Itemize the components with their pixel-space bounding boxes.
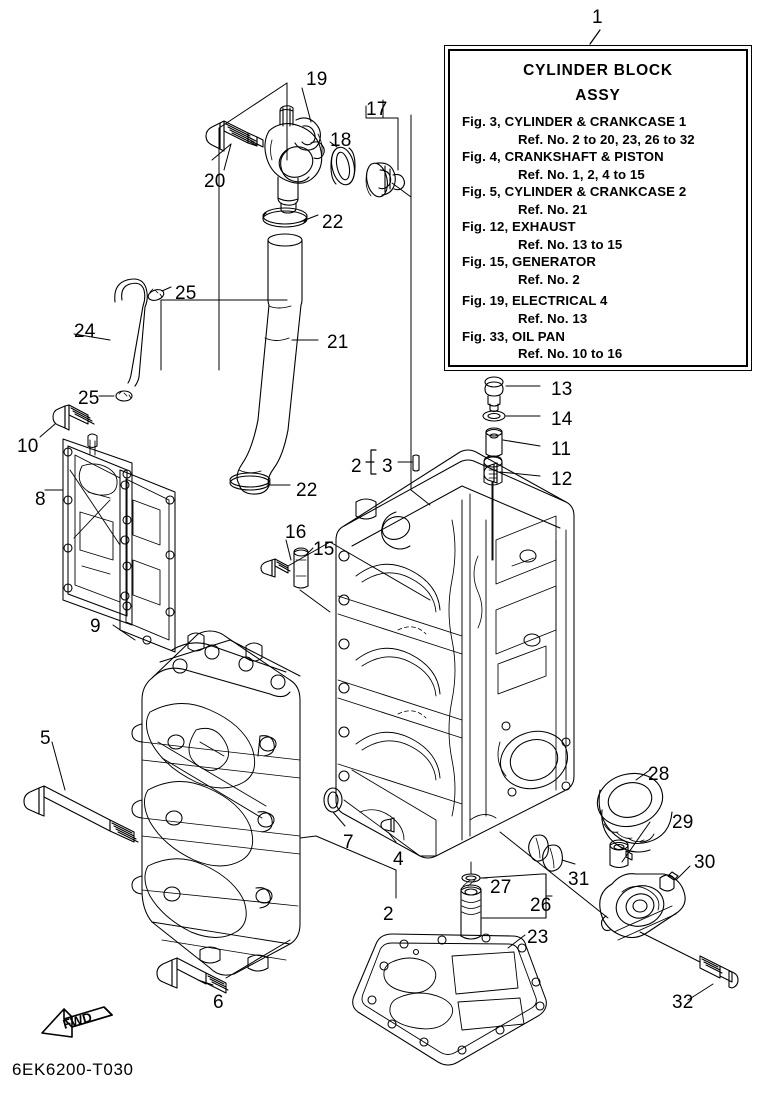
callout-hose-clamp-lower: 25 [78, 388, 100, 409]
callout-exhaust-cover-gasket: 9 [90, 616, 101, 637]
legend-fig-4: Fig. 12, EXHAUST [462, 219, 576, 235]
legend-subtitle: ASSY [575, 87, 621, 104]
callout-relief-plunger: 11 [551, 439, 572, 460]
callout-cylinder-block-assy: 1 [592, 7, 603, 28]
callout-o-ring-block: 7 [343, 832, 354, 853]
callout-o-ring-relief-valve: 27 [490, 877, 512, 898]
legend-fig-6: Fig. 19, ELECTRICAL 4 [462, 293, 608, 309]
legend-ref-3: Ref. No. 21 [518, 201, 588, 217]
callout-anode: 15 [313, 539, 335, 560]
legend-ref-7: Ref. No. 10 to 16 [518, 346, 623, 362]
callout-housing-bolt: 20 [204, 171, 226, 192]
callout-breather-hose: 24 [74, 321, 96, 342]
callout-dowel-pin: 3 [382, 456, 393, 477]
callout-stud-bolt: 12 [551, 469, 573, 490]
callout-oil-filter-bracket: 30 [694, 852, 716, 873]
callout-oil-filter-element: 29 [672, 812, 694, 833]
svg-text:FWD: FWD [61, 1009, 94, 1032]
legend-ref-2: Ref. No. 1, 2, 4 to 15 [518, 166, 645, 182]
callout-exhaust-cover: 8 [35, 489, 46, 510]
callout-bracket-bolt: 32 [672, 992, 694, 1013]
callout-anode-bolt: 16 [285, 522, 307, 543]
callout-drain-bolt: 10 [17, 436, 39, 457]
callout-oil-pan-gasket: 23 [527, 927, 549, 948]
callout-cylinder-block: 2 [383, 904, 394, 925]
legend-ref-4: Ref. No. 13 to 15 [518, 236, 623, 252]
callout-crankcase-bolt-short: 6 [213, 992, 224, 1013]
callout-thermostat-housing: 19 [306, 69, 328, 90]
legend-fig-7: Fig. 33, OIL PAN [462, 328, 565, 344]
callout-thermostat: 17 [366, 99, 388, 120]
callout-dowel-pins: 31 [568, 869, 590, 890]
callout-oil-pressure-switch-bolt: 13 [551, 379, 573, 400]
fwd-direction-marker: FWD [41, 1006, 113, 1038]
drawing-number: 6EK6200-T030 [12, 1060, 134, 1079]
legend-box: CYLINDER BLOCK ASSY Fig. 3, CYLINDER & C… [444, 45, 752, 371]
legend-box-inner-border: CYLINDER BLOCK ASSY Fig. 3, CYLINDER & C… [448, 49, 748, 367]
callout-o-ring-lower: 22 [296, 480, 318, 501]
callout-dowel-pin-block: 4 [393, 849, 404, 870]
legend-ref-5: Ref. No. 2 [518, 271, 580, 287]
callout-hose-clamp-upper: 25 [175, 283, 197, 304]
callout-oil-filter: 28 [648, 764, 670, 785]
legend-fig-2: Fig. 4, CRANKSHAFT & PISTON [462, 149, 664, 165]
legend-fig-1: Fig. 3, CYLINDER & CRANKCASE 1 [462, 114, 687, 129]
callout-crankcase-bolt-long: 5 [40, 728, 51, 749]
callout-water-tube: 21 [327, 332, 349, 353]
callout-thermostat-seal: 18 [330, 130, 352, 151]
legend-fig-3: Fig. 5, CYLINDER & CRANKCASE 2 [462, 184, 687, 200]
legend-title: CYLINDER BLOCK [523, 62, 673, 79]
legend-fig-5: Fig. 15, GENERATOR [462, 254, 596, 270]
callout-relief-valve-assy: 26 [530, 895, 552, 916]
legend-ref-6: Ref. No. 13 [518, 311, 588, 327]
legend-ref-1: Ref. No. 2 to 20, 23, 26 to 32 [518, 131, 695, 147]
callout-gasket-washer: 14 [551, 409, 573, 430]
callout-cylinder-block-ref: 2 [351, 456, 362, 477]
callout-o-ring-upper: 22 [322, 212, 344, 233]
